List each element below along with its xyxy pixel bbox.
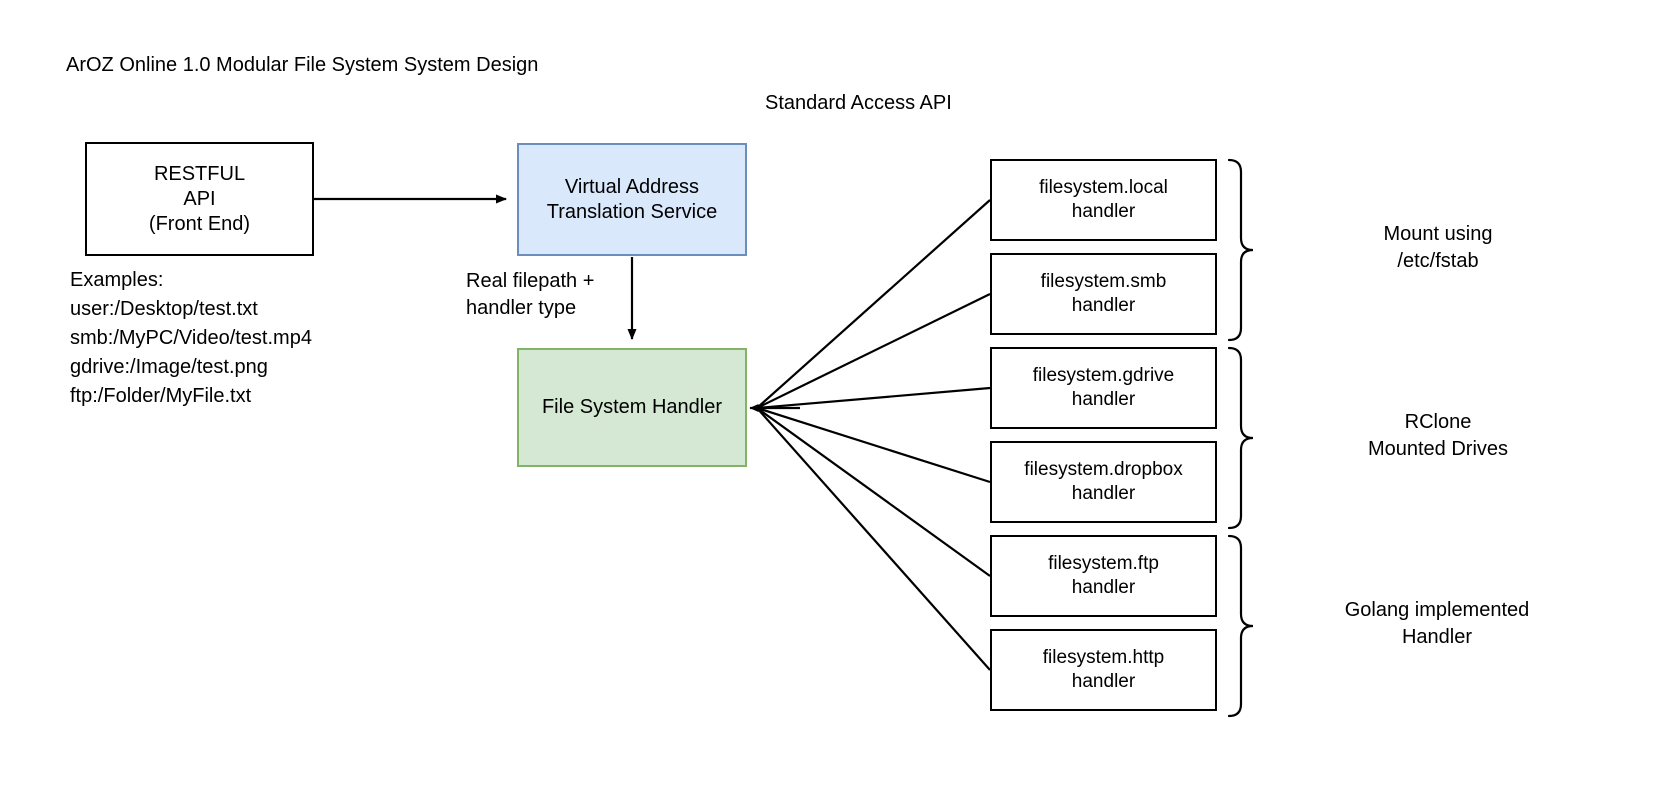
- node-handler-filesystem-dropbox-label: filesystem.dropbox handler: [1024, 459, 1183, 504]
- node-virtual-address-translation-service-label: Virtual Address Translation Service: [546, 175, 718, 223]
- node-restful-api-label: RESTFUL API (Front End): [148, 162, 251, 235]
- node-handler-filesystem-dropbox[interactable]: filesystem.dropbox handler: [990, 441, 1217, 523]
- group-caption-rclone-mounted-drives: RClone Mounted Drives: [1367, 411, 1509, 460]
- node-handler-filesystem-gdrive-label: filesystem.gdrive handler: [1032, 365, 1175, 410]
- node-handler-filesystem-http-label: filesystem.http handler: [1042, 647, 1165, 692]
- brace-group-1: [1227, 346, 1254, 530]
- group-caption-golang-implemented-handler: Golang implemented Handler: [1344, 599, 1530, 648]
- brace-group-2: [1227, 534, 1254, 718]
- brace-group-0: [1227, 158, 1254, 342]
- node-handler-filesystem-smb[interactable]: filesystem.smb handler: [990, 253, 1217, 335]
- examples-text-block: Examples: user:/Desktop/test.txt smb:/My…: [70, 269, 312, 407]
- edge-label-real-filepath: Real filepath + handler type: [466, 270, 595, 319]
- node-handler-filesystem-local[interactable]: filesystem.local handler: [990, 159, 1217, 241]
- page-title: ArOZ Online 1.0 Modular File System Syst…: [66, 54, 539, 76]
- standard-access-api-caption: Standard Access API: [765, 92, 952, 114]
- node-file-system-handler[interactable]: File System Handler: [517, 348, 747, 467]
- node-restful-api[interactable]: RESTFUL API (Front End): [85, 142, 314, 256]
- node-handler-filesystem-local-label: filesystem.local handler: [1039, 177, 1168, 222]
- edge-fan-out-handlers: [749, 199, 991, 671]
- node-handler-filesystem-gdrive[interactable]: filesystem.gdrive handler: [990, 347, 1217, 429]
- node-handler-filesystem-ftp-label: filesystem.ftp handler: [1048, 553, 1159, 598]
- group-caption-mount-fstab: Mount using /etc/fstab: [1383, 223, 1493, 272]
- node-file-system-handler-label: File System Handler: [541, 396, 723, 418]
- node-handler-filesystem-ftp[interactable]: filesystem.ftp handler: [990, 535, 1217, 617]
- node-handler-filesystem-http[interactable]: filesystem.http handler: [990, 629, 1217, 711]
- node-virtual-address-translation-service[interactable]: Virtual Address Translation Service: [517, 143, 747, 256]
- node-handler-filesystem-smb-label: filesystem.smb handler: [1040, 271, 1167, 316]
